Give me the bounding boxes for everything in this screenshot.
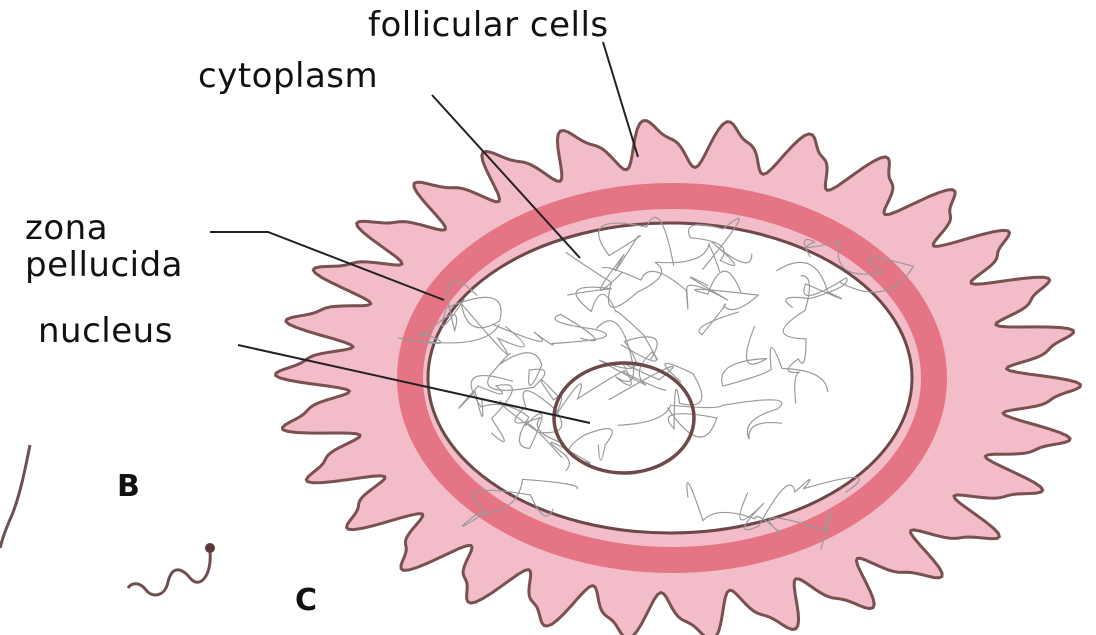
figure-b-label: B [117, 469, 140, 505]
cytoplasm-label: cytoplasm [198, 58, 378, 94]
sperm-c-tail [128, 552, 210, 595]
nucleus-label: nucleus [38, 313, 173, 349]
sperm-b-tail [0, 445, 30, 548]
sperm-c-head [205, 543, 215, 553]
follicular-cells-leader [603, 42, 638, 157]
zona-pellucida-label-line1: zona [25, 210, 108, 246]
figure-c-label: C [295, 583, 318, 619]
zona-pellucida-label-line2: pellucida [25, 247, 183, 283]
follicular-cells-label: follicular cells [368, 7, 609, 43]
